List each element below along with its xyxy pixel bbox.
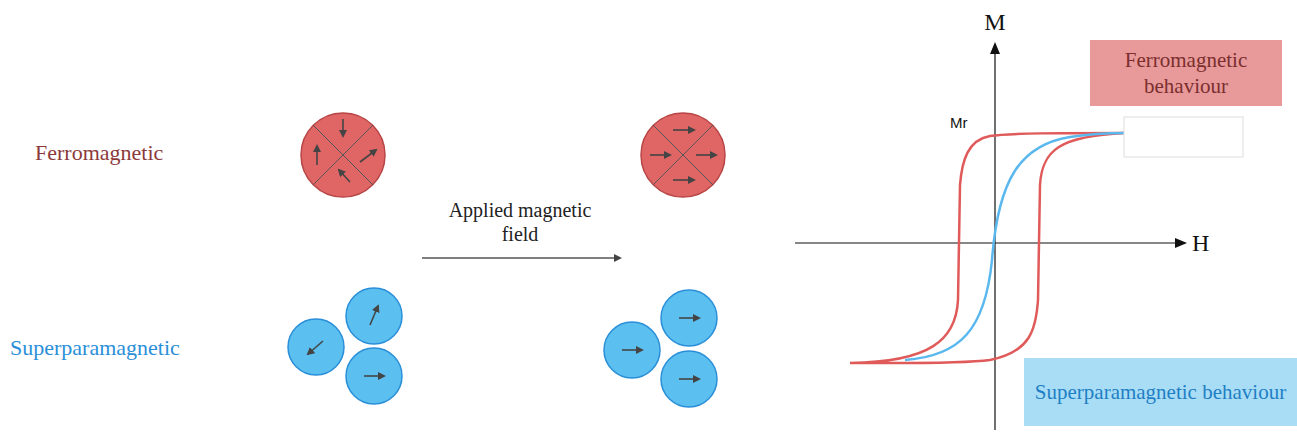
axis-label: H [1192,229,1209,258]
blank-box [1124,117,1243,157]
material-label: Superparamagnetic [10,335,180,361]
superpara-moments [308,306,384,376]
superpara-particles [288,288,402,404]
ferro-aligned-particle [641,113,725,197]
box-text: Superparamagnetic behaviour [1035,379,1286,405]
superpara-aligned-moments [622,318,699,379]
remanence-label: Mr [950,114,968,132]
legend-box: Superparamagnetic behaviour [1024,358,1297,426]
superpara-curve [905,133,1125,360]
box-text: Ferromagnetic behaviour [1100,47,1272,100]
hysteresis-loop [850,133,1125,363]
field-label: Applied magnetic field [435,198,605,246]
ferro-domain-particle [301,113,385,197]
legend-box: Ferromagnetic behaviour [1090,40,1282,106]
superpara-aligned-particles [604,290,717,407]
field-arrow [422,257,620,259]
axis-label: M [984,8,1005,37]
h-axis [795,242,1185,243]
material-label: Ferromagnetic [35,140,163,166]
